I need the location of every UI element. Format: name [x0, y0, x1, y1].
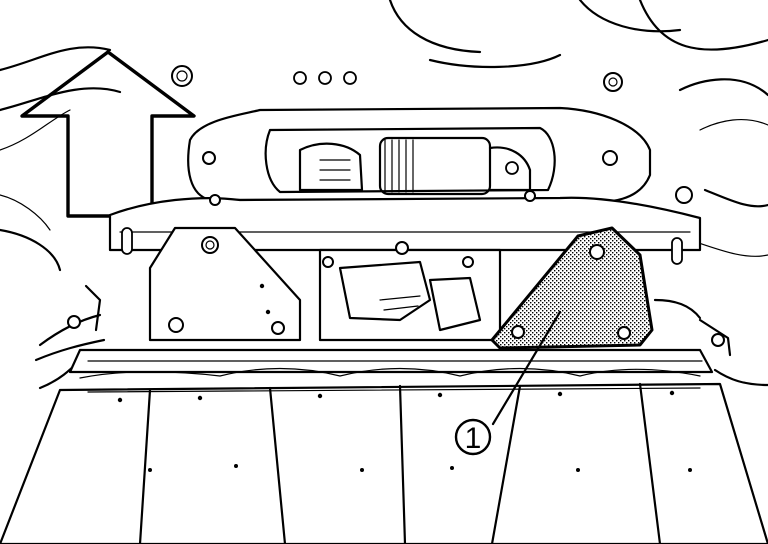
callout-1-circle [454, 418, 492, 456]
arrow-up-icon [20, 50, 196, 218]
left-mounting-plate [148, 226, 302, 342]
transmission-detail [298, 136, 532, 196]
center-engine-mount [318, 241, 502, 342]
body-contours [0, 0, 768, 272]
right-linkage [653, 298, 768, 387]
callout-1: 1 [454, 310, 562, 456]
reference-dots [293, 71, 357, 85]
upper-crossmember [171, 65, 693, 204]
callout-1-label: 1 [465, 422, 482, 455]
highlighted-bracket [490, 226, 654, 350]
undercover-panels [0, 367, 768, 544]
lower-crossbar [68, 348, 714, 374]
